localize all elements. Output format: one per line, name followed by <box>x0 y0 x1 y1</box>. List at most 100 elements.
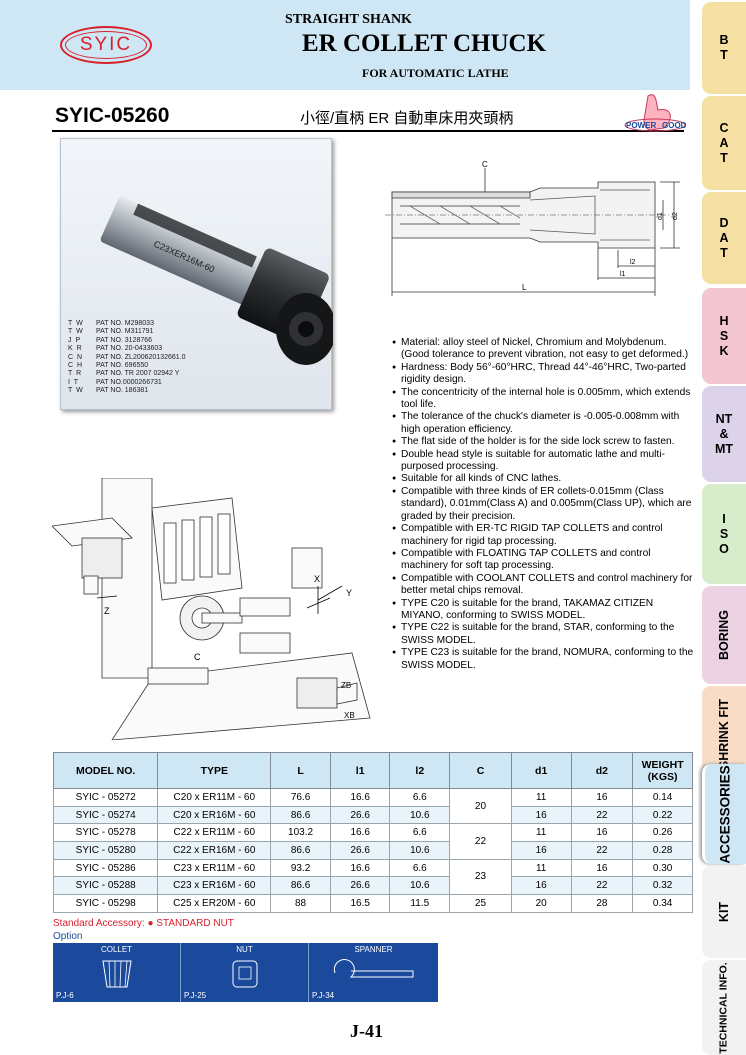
patent-country: T W <box>68 328 84 336</box>
tab-boring[interactable]: BORING <box>702 586 746 684</box>
feature-item: The flat side of the holder is for the s… <box>392 436 696 449</box>
table-cell: 26.6 <box>329 841 391 860</box>
table-cell: 22 <box>570 805 634 825</box>
dim-l: L <box>522 283 527 292</box>
table-cell: C22 x ER16M - 60 <box>157 841 272 860</box>
table-cell: 86.6 <box>270 876 331 896</box>
patent-number: PAT NO. TR 2007 02942 Y <box>96 370 180 378</box>
accessory-collet[interactable]: COLLET P.J-6 <box>53 943 181 1002</box>
table-cell: SYIC - 05298 <box>52 894 159 913</box>
patent-number: PAT NO. 696550 <box>96 362 149 370</box>
table-cell: C20 x ER16M - 60 <box>157 805 272 825</box>
table-cell: 0.30 <box>632 858 693 878</box>
tab-label: I S O <box>719 511 729 556</box>
table-cell: 16.6 <box>329 788 391 807</box>
tab-technical-info[interactable]: TECHNICAL INFO. <box>702 960 746 1055</box>
table-cell: 22 <box>449 823 512 860</box>
table-cell: SYIC - 05286 <box>52 858 159 878</box>
feature-list: Material: alloy steel of Nickel, Chromiu… <box>392 337 696 672</box>
tab-label: D A T <box>719 215 729 260</box>
column-header: L <box>270 752 331 789</box>
accessory-nut[interactable]: NUT P.J-25 <box>181 943 309 1002</box>
feature-item: Compatible with three kinds of ER collet… <box>392 486 696 523</box>
table-cell: 6.6 <box>389 788 451 807</box>
accessory-name: SPANNER <box>354 945 393 954</box>
tab-accessories[interactable]: ACCESSORIES <box>702 764 746 864</box>
page-number: J-41 <box>350 1021 383 1041</box>
svg-text:GOOD: GOOD <box>662 121 687 130</box>
table-cell: SYIC - 05272 <box>52 788 159 807</box>
feature-item: TYPE C22 is suitable for the brand, STAR… <box>392 622 696 647</box>
table-cell: 0.34 <box>632 894 693 913</box>
table-cell: 76.6 <box>270 788 331 807</box>
feature-item: Compatible with FLOATING TAP COLLETS and… <box>392 548 696 573</box>
column-header: l2 <box>389 752 451 789</box>
table-cell: 16.6 <box>329 858 391 878</box>
patent-country: T R <box>68 370 83 378</box>
header-line-3: FOR AUTOMATIC LATHE <box>362 66 509 80</box>
tab-c-a-t[interactable]: C A T <box>702 96 746 190</box>
axis-zb: ZB <box>341 681 351 690</box>
header-line-1: STRAIGHT SHANK <box>285 12 412 27</box>
accessory-name: COLLET <box>100 945 133 954</box>
table-cell: 0.28 <box>632 841 693 860</box>
table-cell: 11 <box>510 788 572 807</box>
table-cell: 16 <box>510 876 572 896</box>
accessory-spanner[interactable]: SPANNER P.J-34 <box>309 943 438 1002</box>
product-photo: C23XER16M-60 <box>60 138 336 410</box>
table-cell: 0.32 <box>632 876 693 896</box>
table-cell: 23 <box>449 858 512 896</box>
axis-c: C <box>194 652 201 662</box>
tab-nt-mt[interactable]: NT & MT <box>702 386 746 482</box>
table-cell: 16 <box>570 823 634 843</box>
dim-d2: d2 <box>672 212 679 220</box>
table-cell: SYIC - 05278 <box>52 823 159 843</box>
table-cell: 0.14 <box>632 788 693 807</box>
table-cell: 16 <box>510 841 572 860</box>
table-cell: 20 <box>510 894 572 913</box>
brand-text: SYIC <box>79 34 133 55</box>
patent-country: C H <box>68 362 84 370</box>
tab-kit[interactable]: KIT <box>702 866 746 958</box>
tab-label: TECHNICAL INFO. <box>718 961 731 1054</box>
feature-item: Double head style is suitable for automa… <box>392 449 696 474</box>
tab-h-s-k[interactable]: H S K <box>702 288 746 384</box>
tab-b-t[interactable]: B T <box>702 2 746 94</box>
table-cell: 16 <box>510 805 572 825</box>
spanner-icon <box>333 959 414 978</box>
standard-accessory: Standard Accessory: ● STANDARD NUT <box>53 918 234 929</box>
tab-d-a-t[interactable]: D A T <box>702 192 746 284</box>
table-cell: C25 x ER20M - 60 <box>157 894 272 913</box>
tab-i-s-o[interactable]: I S O <box>702 484 746 584</box>
table-cell: SYIC - 05288 <box>52 876 159 896</box>
table-cell: 88 <box>270 894 331 913</box>
table-cell: 86.6 <box>270 805 331 825</box>
table-cell: 26.6 <box>329 805 391 825</box>
table-cell: 11.5 <box>389 894 451 913</box>
patent-number: PAT NO. ZL200620132661.0 <box>96 353 186 361</box>
table-cell: 25 <box>449 894 512 913</box>
feature-item: Suitable for all kinds of CNC lathes. <box>392 473 696 486</box>
table-cell: 0.26 <box>632 823 693 843</box>
option-label: Option <box>53 931 83 942</box>
axis-x: X <box>314 574 320 584</box>
table-cell: 26.6 <box>329 876 391 896</box>
feature-item: Compatible with ER-TC RIGID TAP COLLETS … <box>392 523 696 548</box>
dim-d1: d1 <box>657 212 664 220</box>
axis-y: Y <box>346 588 352 598</box>
column-header: TYPE <box>157 752 272 789</box>
tab-label: BORING <box>717 610 731 660</box>
table-cell: 16 <box>570 858 634 878</box>
